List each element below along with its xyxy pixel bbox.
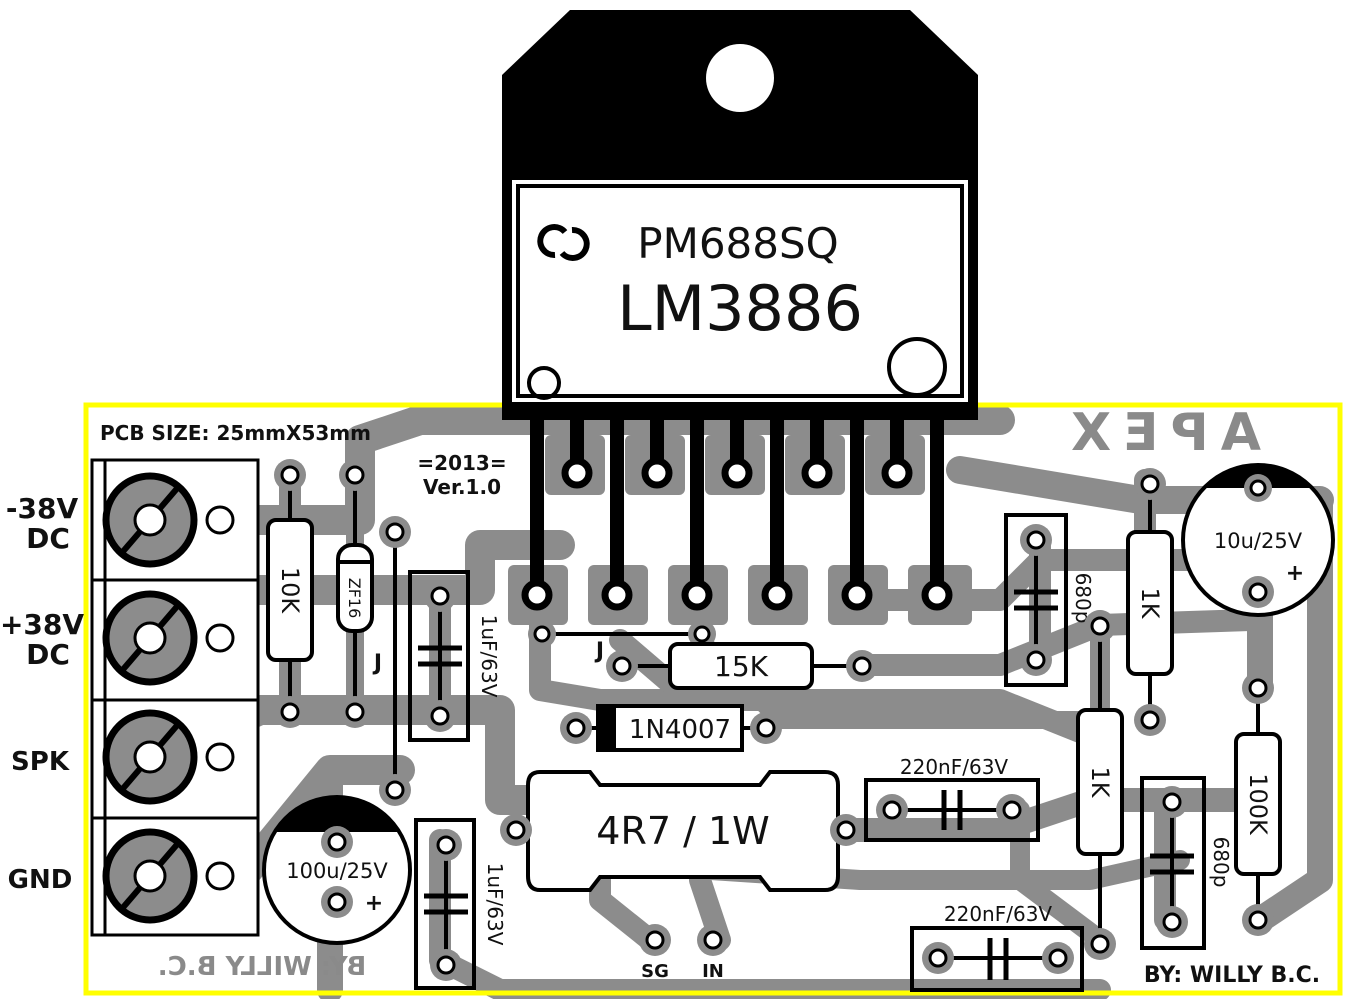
board-size-text: PCB SIZE: 25mmX53mm bbox=[100, 421, 371, 445]
resistor-1k-a bbox=[1126, 468, 1174, 736]
version-year: =2013= bbox=[417, 451, 506, 475]
zener-label: ZF16 bbox=[345, 578, 364, 619]
ic-pin-holes bbox=[521, 457, 953, 611]
capacitor-1uf-bottom-label: 1uF/63V bbox=[483, 863, 507, 946]
pin-in-label: IN bbox=[702, 961, 724, 982]
resistor-4r7-label: 4R7 / 1W bbox=[596, 809, 769, 853]
ic-lm3886 bbox=[502, 10, 978, 595]
terminal-label-1b: DC bbox=[26, 522, 70, 555]
resistor-15k-label: 15K bbox=[714, 650, 769, 683]
capacitor-10u bbox=[1181, 463, 1335, 617]
terminal-label-4: GND bbox=[8, 865, 73, 895]
diode-1n4007-label: 1N4007 bbox=[629, 715, 731, 745]
capacitor-680p-a bbox=[1004, 513, 1068, 687]
resistor-1k-b bbox=[1076, 610, 1124, 960]
capacitor-680p-b-label: 680p bbox=[1209, 837, 1233, 888]
resistor-100k bbox=[1234, 672, 1282, 936]
brand-mirrored-text: APEX bbox=[1059, 403, 1261, 463]
capacitor-220nf-a bbox=[864, 778, 1040, 842]
terminal-screw-4 bbox=[102, 828, 235, 924]
zener-diode bbox=[336, 459, 374, 728]
capacitor-100u-plus: + bbox=[365, 891, 383, 916]
resistor-1k-b-label: 1K bbox=[1086, 766, 1114, 798]
capacitor-10u-label: 10u/25V bbox=[1214, 529, 1303, 553]
jumper-2 bbox=[528, 620, 716, 648]
resistor-1k-a-label: 1K bbox=[1136, 587, 1164, 619]
terminal-label-3: SPK bbox=[11, 747, 70, 777]
capacitor-680p-b bbox=[1140, 776, 1206, 950]
national-logo-icon bbox=[537, 224, 590, 261]
capacitor-220nf-a-label: 220nF/63V bbox=[900, 755, 1009, 779]
input-pins bbox=[639, 924, 729, 956]
terminal-block bbox=[90, 458, 260, 937]
terminal-screw-1 bbox=[102, 472, 235, 568]
author-text: BY: WILLY B.C. bbox=[1144, 963, 1320, 988]
resistor-15k bbox=[606, 642, 878, 690]
author-mirrored-text: BY: WILLY B.C. bbox=[158, 952, 366, 982]
resistor-10k bbox=[266, 459, 314, 728]
terminal-label-1a: -38V bbox=[6, 492, 79, 525]
capacitor-100u bbox=[262, 795, 412, 945]
terminal-screw-2 bbox=[102, 590, 235, 686]
terminal-label-2b: DC bbox=[26, 638, 70, 671]
jumper-2-label: J bbox=[594, 639, 604, 664]
ic-part: LM3886 bbox=[617, 272, 863, 345]
capacitor-100u-label: 100u/25V bbox=[286, 859, 388, 883]
diode-1n4007 bbox=[560, 704, 782, 752]
resistor-100k-label: 100K bbox=[1244, 773, 1272, 836]
jumper-1 bbox=[379, 516, 411, 806]
capacitor-220nf-b bbox=[910, 926, 1084, 992]
capacitor-10u-plus: + bbox=[1286, 561, 1304, 586]
pin-sg-label: SG bbox=[641, 961, 669, 982]
capacitor-220nf-b-label: 220nF/63V bbox=[944, 902, 1053, 926]
resistor-4r7 bbox=[500, 770, 862, 892]
resistor-10k-label: 10K bbox=[276, 567, 304, 615]
capacitor-1uf-bottom bbox=[414, 818, 476, 990]
version-text: Ver.1.0 bbox=[423, 475, 501, 499]
terminal-screw-3 bbox=[102, 709, 235, 805]
jumper-1-label: J bbox=[372, 651, 382, 676]
capacitor-1uf-top-label: 1uF/63V bbox=[477, 615, 501, 698]
ic-code: PM688SQ bbox=[637, 219, 838, 268]
capacitor-1uf-top bbox=[408, 570, 470, 742]
terminal-label-2a: +38V bbox=[0, 608, 84, 641]
